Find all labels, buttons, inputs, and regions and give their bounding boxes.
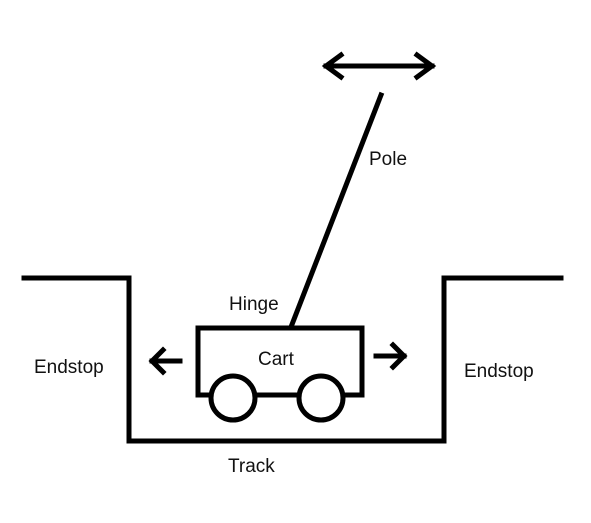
endstop-left-label: Endstop <box>34 357 104 378</box>
cart-body <box>195 325 365 398</box>
track-outline <box>21 275 564 444</box>
hinge-label: Hinge <box>229 294 279 315</box>
endstop-right-label: Endstop <box>464 361 534 382</box>
cart-wheel-left <box>208 373 258 423</box>
pole <box>287 91 385 331</box>
cart-left-arrow <box>148 346 183 376</box>
cart-label: Cart <box>258 349 294 370</box>
track-label: Track <box>228 456 275 477</box>
pole-label: Pole <box>369 149 408 170</box>
cart-right-arrow <box>373 341 408 371</box>
cart-wheel-right <box>296 373 346 423</box>
pole-swing-arrow <box>321 51 437 81</box>
